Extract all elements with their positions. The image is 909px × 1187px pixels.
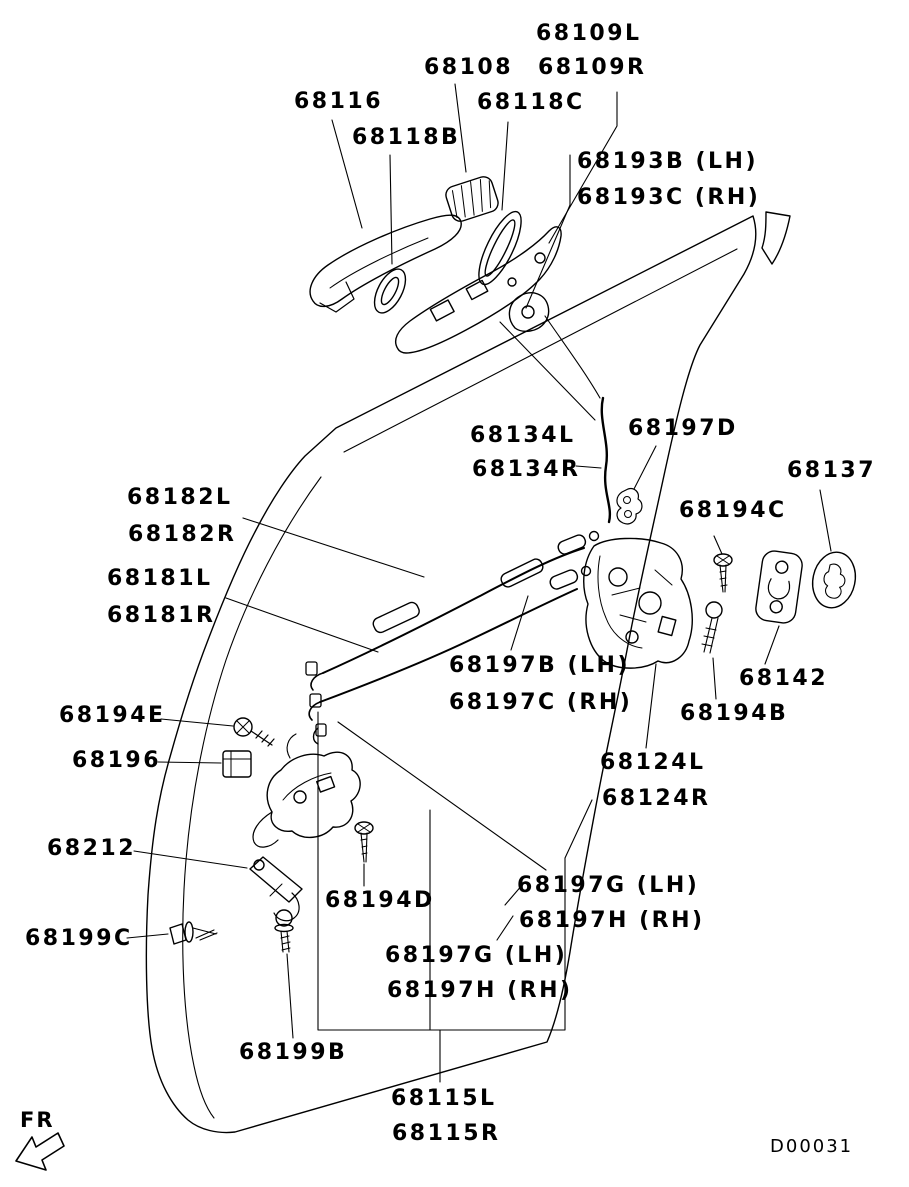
part-label-68197D: 68197D <box>628 416 738 441</box>
part-label-68197G-center: 68197G (LH) <box>385 943 568 968</box>
part-label-68134L: 68134L <box>470 423 576 448</box>
lock-assembly-art <box>583 537 693 669</box>
part-label-68199C: 68199C <box>25 926 133 951</box>
part-label-68118C: 68118C <box>477 90 585 115</box>
part-label-68194E: 68194E <box>59 703 166 728</box>
part-label-68181R: 68181R <box>107 603 216 628</box>
part-label-68197C: 68197C (RH) <box>449 690 633 715</box>
inside-handle-art <box>252 733 361 848</box>
part-label-68193C: 68193C (RH) <box>577 185 761 210</box>
lock-rod-art <box>499 315 643 525</box>
part-label-68124R: 68124R <box>602 786 711 811</box>
part-label-68194D: 68194D <box>325 888 435 913</box>
part-label-68182L: 68182L <box>127 485 233 510</box>
part-label-68124L: 68124L <box>600 750 706 775</box>
part-label-68199B: 68199B <box>239 1040 348 1065</box>
part-label-68194B: 68194B <box>680 701 789 726</box>
fr-direction-arrow <box>15 1132 65 1171</box>
part-label-68134R: 68134R <box>472 457 581 482</box>
part-label-68109L: 68109L <box>536 21 642 46</box>
part-label-68212: 68212 <box>47 836 137 861</box>
part-label-68182R: 68182R <box>128 522 237 547</box>
leader-lines <box>126 83 832 1083</box>
part-label-68194C: 68194C <box>679 498 787 523</box>
part-label-68197B: 68197B (LH) <box>449 653 631 678</box>
diagram-code: D00031 <box>770 1136 854 1157</box>
part-label-68193B: 68193B (LH) <box>577 149 759 174</box>
fasteners-art <box>169 550 857 953</box>
part-label-68118B: 68118B <box>352 125 461 150</box>
part-label-68197H-right: 68197H (RH) <box>519 908 705 933</box>
part-label-68115L: 68115L <box>391 1086 497 1111</box>
part-label-68109R: 68109R <box>538 55 647 80</box>
part-label-68142: 68142 <box>739 666 829 691</box>
door-panel-outline <box>145 211 791 1134</box>
front-direction-label: FR <box>20 1108 55 1132</box>
part-label-68108: 68108 <box>424 55 514 80</box>
part-label-68197G-right: 68197G (LH) <box>517 873 700 898</box>
part-label-68137: 68137 <box>787 458 877 483</box>
part-label-68116: 68116 <box>294 89 384 114</box>
part-label-68115R: 68115R <box>392 1121 501 1146</box>
door-cables-art <box>305 530 600 745</box>
part-label-68196: 68196 <box>72 748 162 773</box>
part-label-68181L: 68181L <box>107 566 213 591</box>
part-label-68197H-center: 68197H (RH) <box>387 978 573 1003</box>
outer-handle-art <box>309 176 562 354</box>
